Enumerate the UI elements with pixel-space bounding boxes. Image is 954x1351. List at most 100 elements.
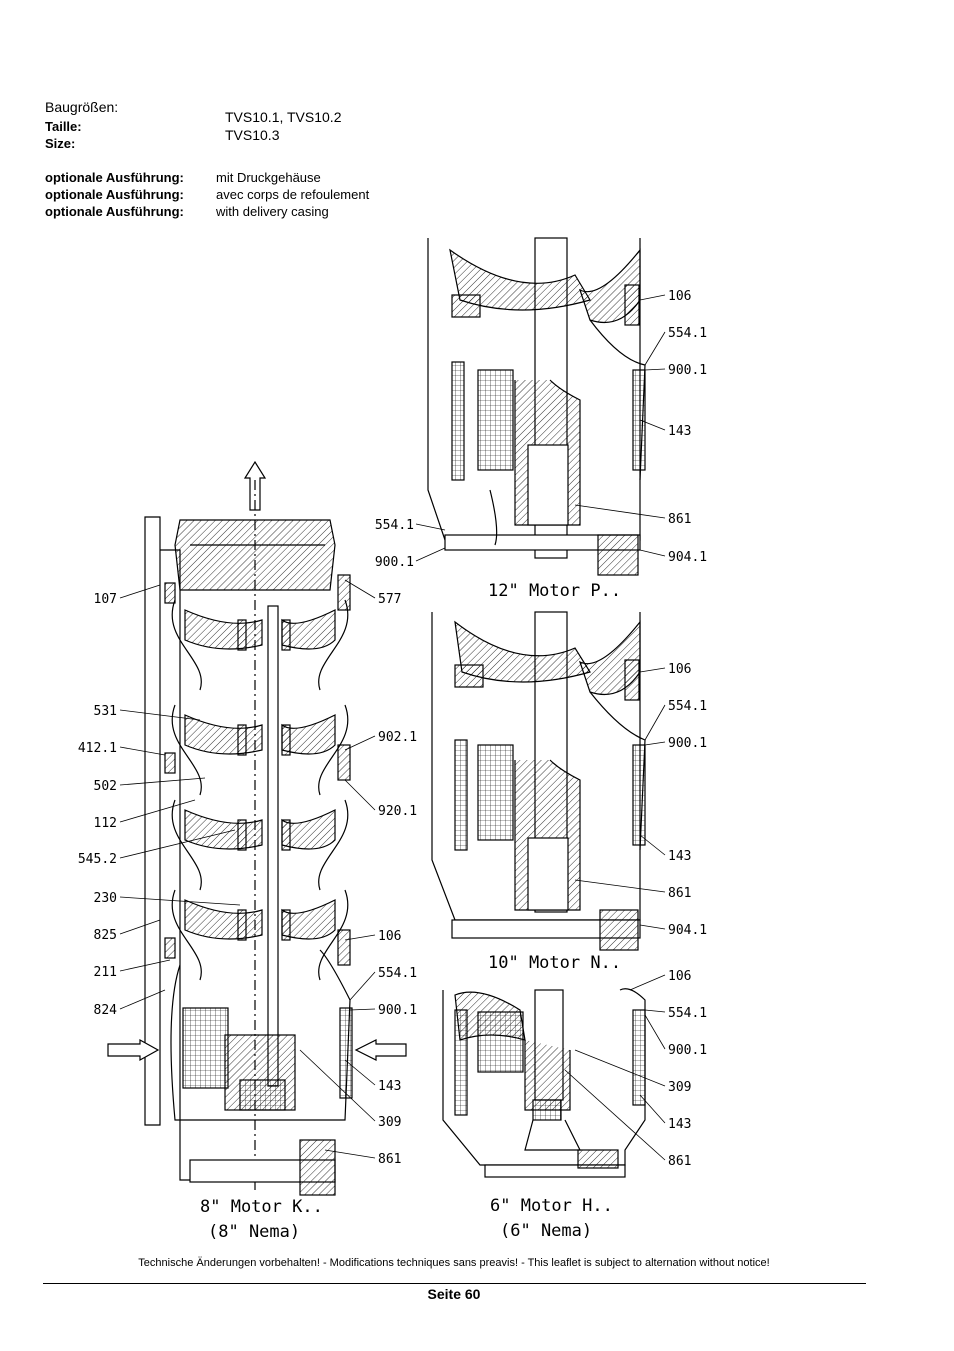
section-outline [489, 489, 498, 546]
callout-502: 502 [94, 779, 117, 794]
impeller-left [184, 809, 263, 850]
leader-line [119, 584, 161, 599]
callout-412.1: 412.1 [78, 741, 117, 756]
coupling-spline [239, 1079, 286, 1111]
callout-824: 824 [94, 1003, 118, 1018]
delivery-casing-wall [144, 516, 161, 1126]
callout-309: 309 [378, 1115, 401, 1130]
flange-bolt [164, 752, 176, 774]
option-row-en: optionale Ausführung:with delivery casin… [45, 203, 329, 220]
leader-line [344, 934, 376, 941]
flange-bolt [164, 582, 176, 604]
leader-line [644, 331, 666, 366]
option-label: optionale Ausführung: [45, 187, 184, 202]
leader-line [119, 829, 236, 859]
suction-bell [589, 691, 646, 851]
page-number: Seite 60 [427, 1286, 481, 1302]
callout-861: 861 [378, 1152, 401, 1167]
view-caption: 6" Motor H.. [490, 1196, 613, 1216]
option-label: optionale Ausführung: [45, 170, 184, 185]
option-label: optionale Ausführung: [45, 204, 184, 219]
callout-211: 211 [94, 965, 117, 980]
callout-106: 106 [668, 289, 691, 304]
callout-902.1: 902.1 [378, 730, 417, 745]
leader-line [639, 667, 666, 673]
leader-line [349, 1008, 376, 1011]
coupling-sleeve [527, 837, 569, 911]
leader-line [119, 777, 206, 786]
impeller-left [184, 714, 263, 755]
size-label-de: Baugrößen: [45, 99, 119, 115]
suction-strainer [632, 1009, 646, 1106]
flange-bolt [624, 659, 640, 701]
view-caption: (8" Nema) [208, 1222, 300, 1242]
bowl-contour [171, 599, 349, 691]
leader-line [119, 746, 166, 756]
suction-bell [589, 319, 646, 481]
suction-strainer [454, 1009, 468, 1116]
flange-bolt [164, 937, 176, 959]
bowl-contour [171, 889, 349, 981]
coupling-sleeve [527, 444, 569, 526]
motor-nose [524, 1119, 581, 1151]
leader-line [644, 741, 666, 746]
bowl-contour [171, 704, 349, 796]
callout-900.1: 900.1 [668, 1043, 707, 1058]
leader-line [639, 419, 666, 431]
callout-531: 531 [94, 704, 117, 719]
callout-143: 143 [668, 849, 691, 864]
leader-line [644, 704, 666, 741]
leader-line [564, 1069, 666, 1161]
leader-line [639, 924, 666, 930]
leader-line [299, 1049, 376, 1122]
suction-strainer [182, 1007, 229, 1089]
callout-861: 861 [668, 1154, 691, 1169]
callout-554.1: 554.1 [375, 518, 414, 533]
callout-904.1: 904.1 [668, 550, 707, 565]
callout-825: 825 [94, 928, 117, 943]
leader-line [644, 368, 666, 371]
callout-106: 106 [378, 929, 401, 944]
callout-106: 106 [668, 969, 691, 984]
stage-flange [451, 294, 481, 318]
callout-554.1: 554.1 [668, 699, 707, 714]
suction-strainer [451, 361, 465, 481]
callout-554.1: 554.1 [668, 1006, 707, 1021]
option-value: mit Druckgehäuse [216, 170, 321, 185]
impeller-left [184, 609, 263, 650]
leader-line [119, 896, 241, 906]
impeller-left [184, 899, 263, 940]
callout-112: 112 [94, 816, 117, 831]
suction-strainer [477, 744, 514, 841]
callout-554.1: 554.1 [378, 966, 417, 981]
callout-904.1: 904.1 [668, 923, 707, 938]
motor-bolt [599, 909, 639, 951]
motor-bolt [299, 1139, 336, 1196]
motor-bolt [577, 1149, 619, 1169]
suction-strainer [632, 744, 646, 846]
callout-861: 861 [668, 886, 691, 901]
suction-strainer [632, 369, 646, 471]
callout-545.2: 545.2 [78, 852, 117, 867]
callout-143: 143 [668, 424, 691, 439]
callout-107: 107 [94, 592, 117, 607]
leader-line [344, 735, 376, 751]
view-caption: 12" Motor P.. [488, 581, 621, 601]
option-row-fr: optionale Ausführung:avec corps de refou… [45, 186, 369, 203]
view-caption: (6" Nema) [500, 1221, 592, 1241]
view-caption: 8" Motor K.. [200, 1197, 323, 1217]
pump-shaft [267, 605, 279, 1087]
suction-casing [170, 949, 351, 1121]
callout-309: 309 [668, 1080, 691, 1095]
coupling-spline [532, 1099, 562, 1121]
motor-bolt [597, 534, 639, 576]
motor-flange [444, 534, 641, 551]
suction-strainer [454, 739, 468, 851]
impeller-hub [237, 909, 247, 941]
suction-strainer [339, 1007, 353, 1099]
callout-900.1: 900.1 [668, 736, 707, 751]
impeller-hub [237, 619, 247, 651]
callout-900.1: 900.1 [668, 363, 707, 378]
flange-bolt [337, 574, 351, 611]
